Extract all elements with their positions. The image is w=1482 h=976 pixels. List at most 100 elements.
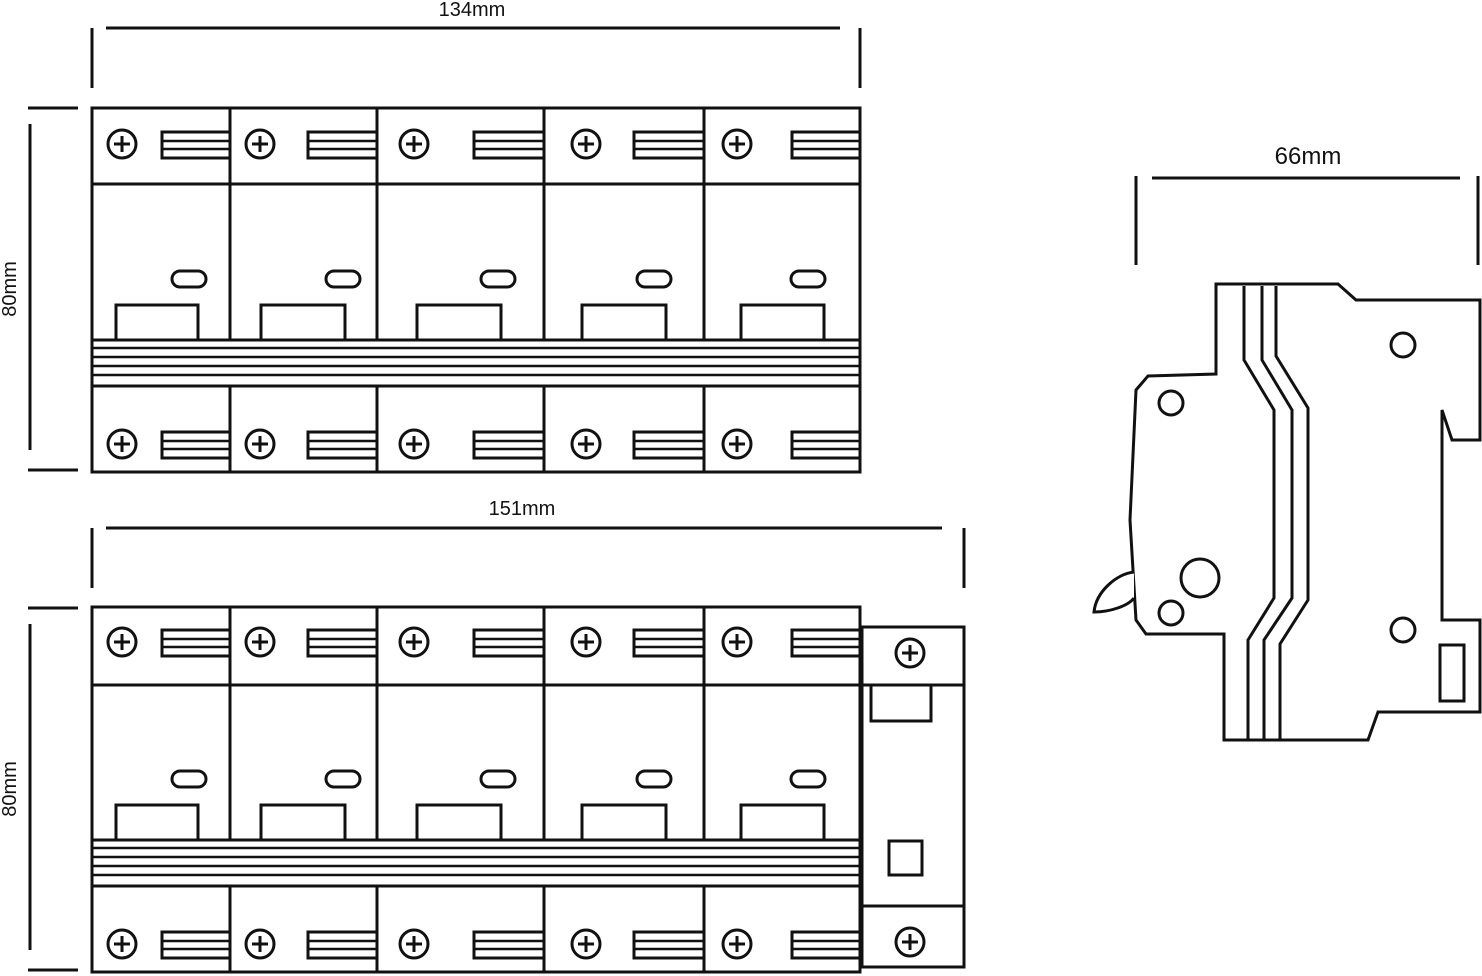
- screw-terminal-top: [244, 128, 276, 160]
- indicator-window: [170, 769, 208, 789]
- pole-2: [244, 128, 379, 460]
- breaker-body-bottom: [90, 605, 862, 974]
- wire-slot-bottom: [790, 430, 862, 460]
- wire-slot-top: [160, 130, 232, 160]
- toggle-handle: [580, 803, 668, 842]
- pole-5: [721, 128, 862, 460]
- toggle-handle: [114, 803, 200, 842]
- wire-slot-top: [306, 628, 379, 658]
- side-indicator-slot: [1438, 643, 1466, 703]
- pole-1: [106, 626, 232, 960]
- front-view-with-auxiliary: 151mm 80mm: [0, 498, 966, 974]
- screw-terminal-bottom: [244, 428, 276, 460]
- mounting-hole: [1157, 599, 1185, 627]
- screw-terminal-top: [570, 626, 602, 658]
- side-body: [1092, 282, 1482, 742]
- wire-slot-top: [160, 628, 232, 658]
- screw-terminal-top: [721, 626, 753, 658]
- screw-terminal-top: [106, 128, 138, 160]
- wire-slot-bottom: [160, 430, 232, 460]
- wire-slot-top: [472, 628, 546, 658]
- screw-terminal-bottom: [721, 428, 753, 460]
- wire-slot-bottom: [160, 930, 232, 960]
- wire-slot-top: [632, 628, 706, 658]
- pole-1: [106, 128, 232, 460]
- indicator-window: [479, 769, 517, 789]
- wire-slot-bottom: [472, 930, 546, 960]
- toggle-handle: [259, 803, 347, 842]
- dimension-top-width: 134mm: [90, 0, 862, 88]
- toggle-handle: [739, 303, 826, 342]
- screw-terminal-bottom: [721, 928, 753, 960]
- handle-bar: [90, 338, 862, 388]
- wire-slot-top: [790, 628, 862, 658]
- auxiliary-module: [860, 625, 966, 969]
- screw-terminal-bottom: [398, 928, 430, 960]
- screw-terminal-top: [894, 637, 926, 669]
- dimension-label-side-width: 66mm: [1275, 143, 1342, 170]
- dimension-label-top-height: 80mm: [0, 261, 21, 317]
- indicator-window: [789, 769, 827, 789]
- screw-terminal-bottom: [398, 428, 430, 460]
- screw-terminal-top: [106, 626, 138, 658]
- wire-slot-top: [632, 130, 706, 160]
- screw-terminal-bottom: [894, 926, 926, 958]
- pivot-hole: [1179, 557, 1221, 599]
- toggle-handle: [580, 303, 668, 342]
- toggle-handle: [415, 303, 503, 342]
- mounting-hole: [1389, 616, 1417, 644]
- toggle-handle: [114, 303, 200, 342]
- front-view-4p: 134mm 80mm: [0, 0, 862, 474]
- aux-top-window: [869, 683, 933, 723]
- pole-2: [244, 626, 379, 960]
- screw-terminal-bottom: [570, 428, 602, 460]
- toggle-handle: [739, 803, 826, 842]
- pole-4: [570, 626, 706, 960]
- pole-5: [721, 626, 862, 960]
- dimension-side-width: 66mm: [1134, 143, 1480, 265]
- wire-slot-bottom: [632, 930, 706, 960]
- mounting-hole: [1157, 389, 1185, 417]
- toggle-handle: [415, 803, 503, 842]
- dimension-top-height: 80mm: [0, 106, 78, 472]
- indicator-window: [324, 769, 362, 789]
- indicator-window: [789, 269, 827, 289]
- wire-slot-bottom: [306, 930, 379, 960]
- screw-terminal-bottom: [106, 928, 138, 960]
- breaker-body-top: [90, 106, 862, 474]
- screw-terminal-top: [398, 128, 430, 160]
- indicator-window: [635, 769, 673, 789]
- screw-terminal-top: [570, 128, 602, 160]
- pole-3: [398, 626, 546, 960]
- wire-slot-bottom: [306, 430, 379, 460]
- screw-terminal-top: [398, 626, 430, 658]
- indicator-window: [170, 269, 208, 289]
- dimension-bottom-width: 151mm: [90, 498, 966, 588]
- indicator-window: [479, 269, 517, 289]
- side-view: 66mm: [1092, 143, 1482, 742]
- mounting-hole: [1389, 331, 1417, 359]
- dimension-label-top-width: 134mm: [439, 0, 506, 21]
- toggle-handle: [259, 303, 347, 342]
- indicator-window: [635, 269, 673, 289]
- screw-terminal-bottom: [570, 928, 602, 960]
- wire-slot-top: [306, 130, 379, 160]
- dimension-label-bottom-width: 151mm: [489, 498, 556, 520]
- screw-terminal-top: [244, 626, 276, 658]
- handle-bar: [90, 838, 862, 888]
- wire-slot-top: [472, 130, 546, 160]
- wire-slot-bottom: [790, 930, 862, 960]
- dimension-label-bottom-height: 80mm: [0, 761, 21, 817]
- wire-slot-bottom: [472, 430, 546, 460]
- wire-slot-top: [790, 130, 862, 160]
- wire-slot-bottom: [632, 430, 706, 460]
- screw-terminal-bottom: [244, 928, 276, 960]
- pole-4: [570, 128, 706, 460]
- screw-terminal-bottom: [106, 428, 138, 460]
- pole-3: [398, 128, 546, 460]
- dimension-bottom-height: 80mm: [0, 606, 78, 972]
- indicator-window: [324, 269, 362, 289]
- aux-indicator: [887, 839, 924, 877]
- screw-terminal-top: [721, 128, 753, 160]
